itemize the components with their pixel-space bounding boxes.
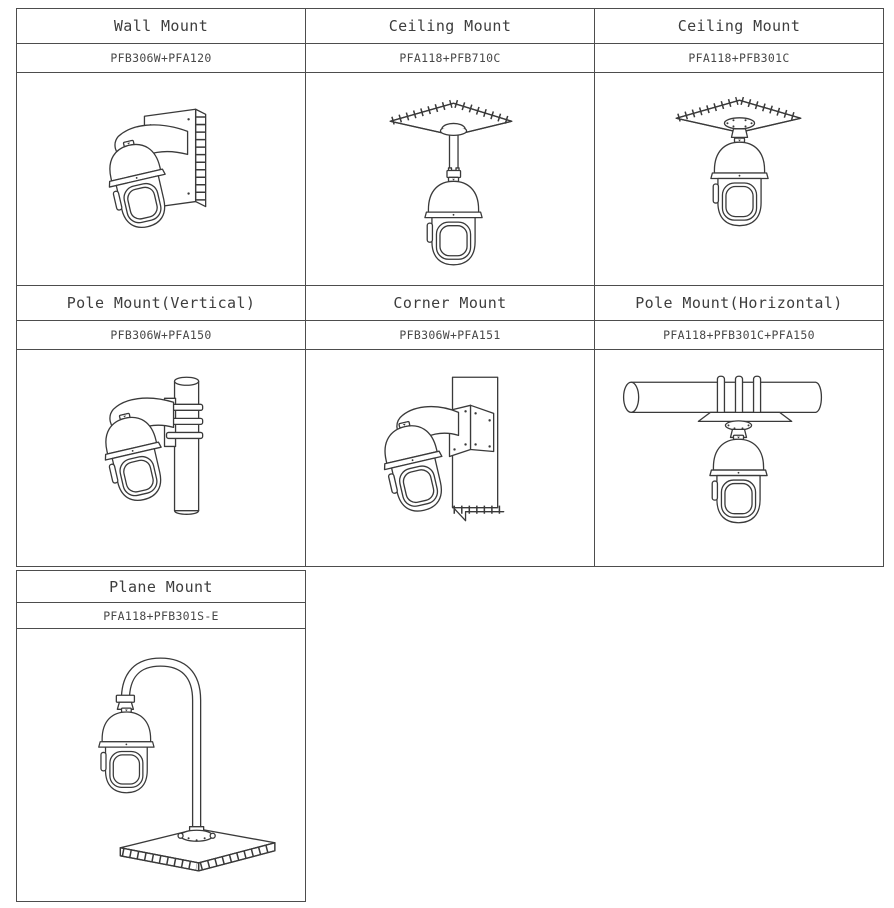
row-2-titles: Pole Mount(Vertical) Corner Mount Pole M… (16, 285, 884, 321)
row-1-models: PFB306W+PFA120 PFA118+PFB710C PFA118+PFB… (16, 43, 884, 73)
mount-title: Wall Mount (113, 17, 209, 35)
mount-figure-cell (305, 349, 595, 567)
row-2-models: PFB306W+PFA150 PFB306W+PFA151 PFA118+PFB… (16, 320, 884, 350)
mount-title-cell: Pole Mount(Vertical) (16, 285, 306, 321)
ceiling-direct-mount-illustration (675, 96, 802, 227)
row-3-figure (16, 628, 306, 902)
mount-table-main: Wall Mount Ceiling Mount Ceiling Mount P… (16, 8, 884, 567)
mount-model: PFB306W+PFA150 (110, 328, 212, 342)
mount-title: Ceiling Mount (388, 17, 512, 35)
mount-figure-cell (594, 349, 884, 567)
mount-model-cell: PFB306W+PFA120 (16, 43, 306, 73)
row-1-titles: Wall Mount Ceiling Mount Ceiling Mount (16, 8, 884, 44)
mount-model: PFA118+PFB710C (399, 51, 501, 65)
mount-model: PFA118+PFB301C+PFA150 (663, 328, 815, 342)
corner-mount-illustration (306, 376, 505, 522)
mount-title-cell: Wall Mount (16, 8, 306, 44)
mount-model-cell: PFB306W+PFA150 (16, 320, 306, 350)
vertical-pole-mount-illustration (17, 376, 204, 515)
row-1-figures (16, 72, 884, 286)
mount-model-cell: PFA118+PFB301S-E (16, 602, 306, 629)
mount-table-extra: Plane Mount PFA118+PFB301S-E (16, 570, 306, 902)
mount-title: Ceiling Mount (677, 17, 801, 35)
mount-title-cell: Ceiling Mount (305, 8, 595, 44)
mount-model-cell: PFA118+PFB710C (305, 43, 595, 73)
mount-model: PFB306W+PFA151 (399, 328, 501, 342)
ceiling-pole-mount-illustration (389, 99, 513, 266)
mount-title-cell: Corner Mount (305, 285, 595, 321)
mount-figure-cell (16, 72, 306, 286)
mount-model: PFA118+PFB301S-E (103, 608, 219, 623)
mount-model: PFB306W+PFA120 (110, 51, 212, 65)
mount-model-cell: PFB306W+PFA151 (305, 320, 595, 350)
row-3-model: PFA118+PFB301S-E (16, 602, 306, 629)
mount-model: PFA118+PFB301C (688, 51, 790, 65)
wall-mount-illustration (17, 108, 207, 285)
mount-figure-cell (16, 349, 306, 567)
mount-title: Pole Mount(Horizontal) (635, 294, 843, 312)
horizontal-pole-mount-illustration (622, 375, 823, 524)
mount-figure-cell (16, 628, 306, 902)
mount-figure-cell (305, 72, 595, 286)
mount-model-cell: PFA118+PFB301C+PFA150 (594, 320, 884, 350)
row-2-figures (16, 349, 884, 567)
mount-figure-cell (594, 72, 884, 286)
plane-mount-illustration (98, 657, 276, 872)
mount-title: Corner Mount (393, 294, 507, 312)
mount-title: Pole Mount(Vertical) (66, 294, 256, 312)
mount-title-cell: Ceiling Mount (594, 8, 884, 44)
mount-title: Plane Mount (109, 577, 213, 596)
mount-title-cell: Pole Mount(Horizontal) (594, 285, 884, 321)
mount-model-cell: PFA118+PFB301C (594, 43, 884, 73)
mount-title-cell: Plane Mount (16, 570, 306, 603)
row-3-title: Plane Mount (16, 570, 306, 603)
